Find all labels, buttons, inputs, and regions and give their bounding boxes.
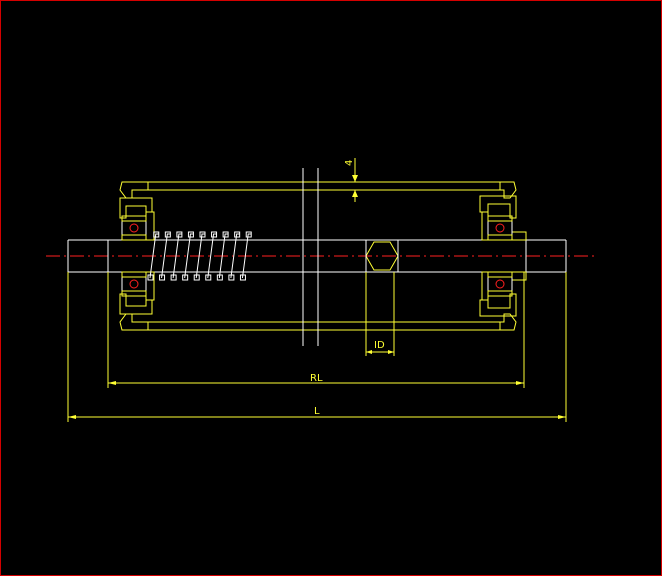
right-bearing-bottom [487, 271, 513, 297]
spring-wire-section [239, 274, 246, 281]
shell-thickness-dimension: 4 [344, 158, 358, 202]
id-label: ID [374, 340, 385, 351]
right-bearing-top [487, 215, 513, 241]
spring-coil [218, 233, 228, 279]
spring-coil [195, 233, 205, 279]
shell-thickness-label: 4 [344, 160, 355, 166]
l-dimension: L [67, 272, 567, 422]
compression-spring [147, 231, 252, 281]
spring-wire-section [176, 231, 183, 238]
spring-wire-section [147, 274, 154, 281]
spring-coil [184, 233, 194, 279]
rl-dimension: RL [107, 272, 525, 388]
tube-shell-top [147, 181, 501, 191]
spring-wire-section [164, 231, 171, 238]
spring-wire-section [222, 231, 229, 238]
rl-label: RL [310, 373, 323, 384]
spring-wire-section [170, 274, 177, 281]
id-dimension: ID [365, 272, 395, 356]
spring-wire-section [159, 274, 166, 281]
spring-wire-section [187, 231, 194, 238]
spring-wire-section [245, 231, 252, 238]
spring-wire-section [199, 231, 206, 238]
left-bearing-top [121, 215, 147, 241]
spring-coil [207, 233, 217, 279]
spring-coil [241, 233, 252, 279]
spring-coil [230, 233, 240, 279]
spring-coil [149, 233, 159, 279]
spring-wire-section [216, 274, 223, 281]
center-divider-plates [302, 168, 319, 346]
left-bearing-bottom [121, 271, 147, 297]
l-label: L [314, 406, 320, 417]
spring-wire-section [182, 274, 189, 281]
spring-wire-section [205, 274, 212, 281]
spring-wire-section [211, 231, 218, 238]
spring-coil [172, 233, 182, 279]
spring-wire-section [234, 231, 241, 238]
spring-wire-section [153, 231, 160, 238]
tube-shell-bottom [147, 321, 501, 331]
spring-wire-section [228, 274, 235, 281]
shaft-cross-section [365, 240, 399, 272]
spring-coil [161, 233, 171, 279]
spring-wire-section [193, 274, 200, 281]
